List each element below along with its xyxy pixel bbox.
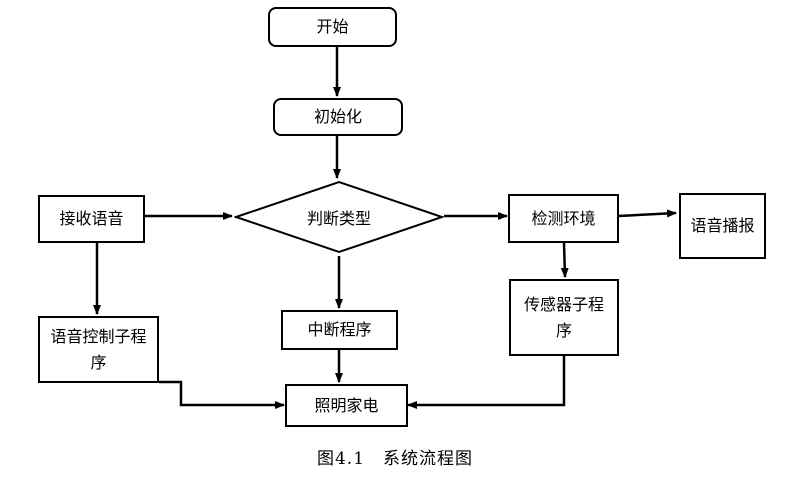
decision-label: 判断类型 (306, 209, 371, 228)
lighting-appliance-node: 照明家电 (285, 384, 408, 427)
receive-voice-node: 接收语音 (38, 195, 145, 243)
decision-diamond-shape (234, 180, 444, 254)
interrupt-node: 中断程序 (281, 310, 398, 350)
voice-control-subroutine-node: 语音控制子程序 (38, 316, 159, 383)
edge-sensor-lighting (407, 356, 566, 409)
edge-voicectrl-lighting (159, 380, 285, 409)
edge-detect-sensor (560, 242, 569, 278)
start-node: 开始 (268, 7, 397, 47)
decision-node: 判断类型 (234, 180, 444, 254)
voice-broadcast-node: 语音播报 (679, 193, 766, 259)
edge-detect-broadcast (618, 209, 677, 218)
init-node: 初始化 (273, 98, 403, 136)
figure-caption: 图4.1 系统流程图 (316, 449, 474, 469)
detect-env-node: 检测环境 (508, 194, 619, 243)
sensor-subroutine-node: 传感器子程序 (509, 279, 619, 356)
